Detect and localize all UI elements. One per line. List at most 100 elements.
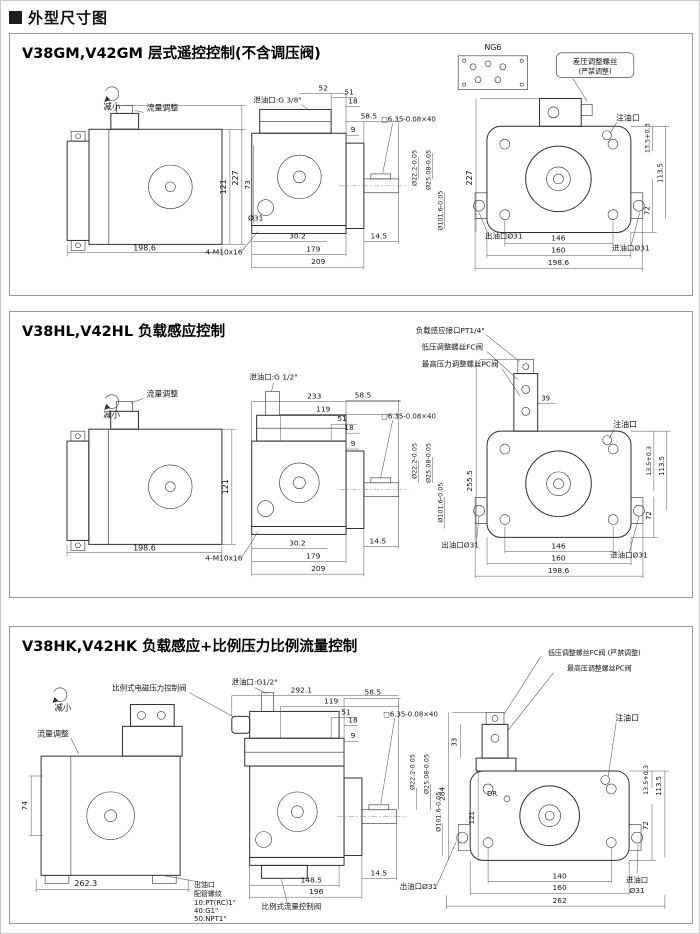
leader-line [636,844,639,874]
ng6-interface-symbol [457,55,528,90]
leader-line [241,231,258,252]
dim-label: 255.5 [465,470,474,492]
dim-label: 160 [551,245,565,254]
leader-line [507,672,554,731]
hk-side-dim-lines [29,775,191,893]
dim-label: 13.5+0.3 [644,123,652,153]
leader-line [486,351,519,380]
dim-label: 209 [311,257,325,266]
dim-label: 18 [348,715,358,724]
dim-label: Ø22.2-0.05 [410,150,418,186]
dim-label: 39 [541,394,550,402]
hk-rear-view [446,712,669,910]
dim-label: 209 [311,564,325,573]
mounting-bolt-label: 4-M10x16 [205,553,242,562]
leader-line [436,841,457,887]
dim-label: 9 [351,439,356,448]
decrease-arrow-icon [104,86,120,102]
dim-label: 113.5 [655,776,663,796]
dim-label: 198.6 [133,243,156,252]
dim-label: 160 [552,883,566,892]
hk-rear-dim-lines [446,712,669,910]
proportional-pressure-valve-label: 比例式电磁压力控制阀 [112,683,186,693]
dim-label: 262 [552,896,566,905]
hk-front-view [231,692,443,900]
leader-line [130,398,144,404]
leader-line [271,382,274,392]
proportional-flow-valve-label: 比例式流量控制阀 [262,901,321,911]
dim-label: 14.5 [371,868,388,877]
dim-label: 18 [348,96,358,105]
fill-port-label: 注油口 [615,712,639,722]
decrease-label: 减小 [55,702,72,712]
hk-front-dim-lines [231,695,443,900]
dim-label: 72 [645,511,653,520]
leader-line [382,123,393,173]
dim-label: 113.5 [658,456,666,476]
leader-line [478,212,490,236]
dim-label: 33 [450,738,458,747]
dim-label: 227 [465,170,474,185]
pc-valve-label: 最高压力调整螺丝PC阀 [422,359,499,369]
pressure-adjust-label: 差压调整螺丝 [573,56,618,66]
dim-label: (严禁调整) [579,67,612,76]
dim-label: 58.5 [355,390,372,399]
dim-label: 30.2 [289,538,306,547]
hl-rear-view [473,359,671,579]
dim-label: 18 [344,423,354,432]
dim-label: 52 [318,84,327,93]
leader-line [134,110,144,113]
dim-label: 119 [324,696,338,705]
dim-label: 121 [221,479,230,494]
dim-label: 160 [551,553,565,562]
panel-gm-title: V38GM,V42GM 层式遥控控制(不含调压阀) [22,46,321,62]
outlet-port-label: 出油口Ø31 [400,881,438,891]
dim-label: Ø22.2-0.05 [411,443,419,479]
dim-label: Ø101.6-0.05 [436,191,444,231]
key-dim-label: □6.35-0.08×40 [381,115,436,123]
hk-drawing: 减小流量调整比例式电磁压力控制阀74262.3出油口配管螺纹10:PT(RC)1… [20,648,669,923]
dim-label: 13.5+0.3 [645,446,653,476]
dim-label: 74 [20,801,29,811]
decrease-label: 减小 [103,101,120,111]
dr-port-label: DR [487,790,497,798]
gm-side-view [66,86,246,257]
outlet-thread-label: 出油口 [194,880,215,889]
decrease-arrow-icon [52,687,68,703]
outlet-port-label: 出油口Ø31 [441,539,479,549]
fc-valve-label: 低压调整螺丝FC阀 [422,342,484,352]
inlet-port-label: 进油口Ø31 [612,242,650,252]
leader-line [485,334,520,362]
dim-label: 113.5 [657,163,665,183]
dim-label: 73 [243,180,252,190]
key-dim-label: □6.35-0.08×40 [381,412,436,420]
dim-label: 58.5 [361,111,378,120]
hl-side-dim-lines [66,428,236,557]
dim-label: Ø31 [248,214,264,223]
fill-port-label: 注油口 [616,112,640,122]
panel-hk-title: V38HK,V42HK 负载感应+比例压力比例流量控制 [22,639,358,655]
leader-line [70,738,80,755]
dim-label: Ø25.08-0.05 [424,443,432,483]
dim-label: Ø22.2-0.05 [409,754,417,790]
leader-line [630,212,641,247]
leader-line [162,875,207,884]
dim-label: 140 [552,871,566,880]
decrease-arrow-icon [104,394,119,410]
key-dim-label: □6.35-0.08×40 [383,710,438,718]
dim-label: 51 [344,88,354,97]
dim-label: Ø25.08-0.05 [422,754,430,794]
dim-label: 233 [307,391,321,400]
page-title: 外型尺寸图 [28,9,109,27]
leader-line [475,516,480,545]
leader-line [188,692,233,717]
mounting-bolt-label: 4-M10x16 [205,247,242,256]
fc-valve-label: 低压调整螺丝FC阀 (严禁调整) [548,648,641,657]
dim-label: 40:G1" [194,907,218,915]
dim-label: 14.5 [370,536,387,545]
dim-label: 146 [551,233,565,242]
dim-label: Ø101.6-0.05 [434,792,442,832]
panel-hl-title: V38HL,V42HL 负载感应控制 [22,324,226,340]
flow-adjust-label: 流量调整 [146,388,178,398]
